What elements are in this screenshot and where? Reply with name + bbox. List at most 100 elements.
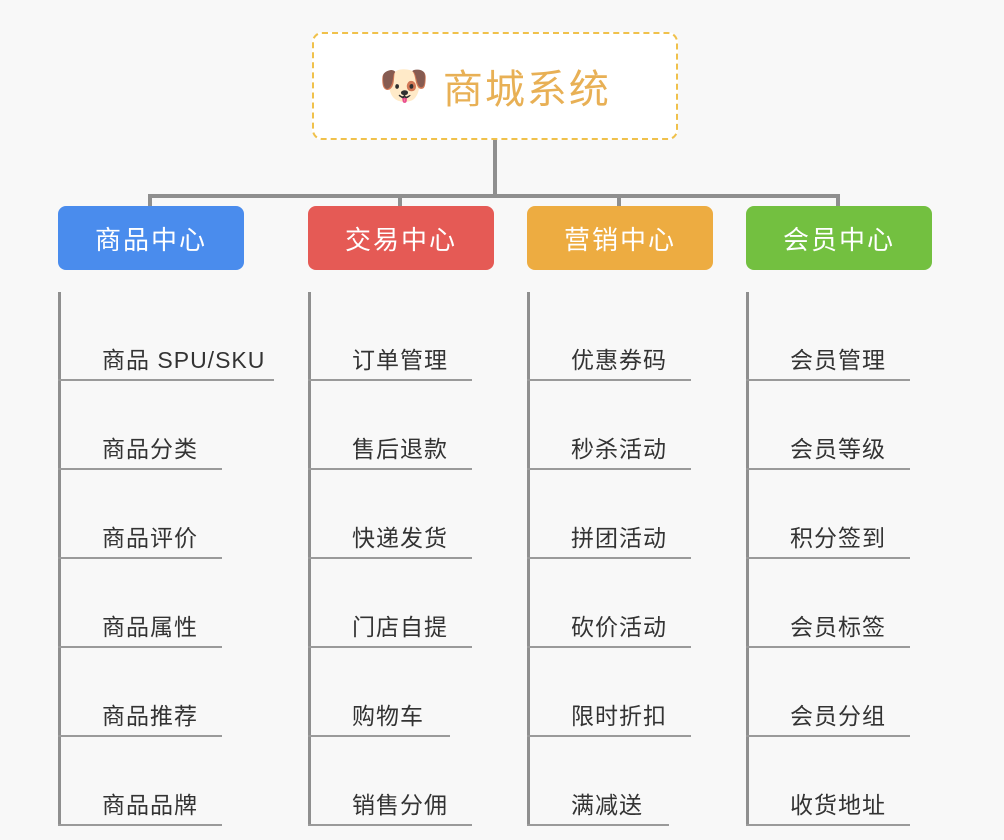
branch-header-label: 商品中心 [94,224,207,255]
leaf-underline [746,557,910,559]
dog-face-icon: 🐶 [379,64,429,108]
leaf-list: 商品 SPU/SKU 商品分类 商品评价 商品属性 商品推荐 [58,292,274,826]
leaf-underline [746,468,910,470]
branch-spine [746,292,749,826]
list-item[interactable]: 积分签到 [746,470,932,559]
leaf-label: 购物车 [352,703,424,729]
list-item[interactable]: 商品 SPU/SKU [58,292,274,381]
leaf-label: 快递发货 [352,525,448,551]
leaf-label: 积分签到 [790,525,886,551]
leaf-underline [527,824,669,826]
list-item[interactable]: 会员管理 [746,292,932,381]
leaf-underline [746,735,910,737]
branch-header-marketing-center[interactable]: 营销中心 [527,206,713,270]
leaf-label: 优惠券码 [571,347,667,373]
leaf-label: 会员等级 [790,436,886,462]
connector-drop-4 [836,194,840,212]
branch-member-center: 会员中心 会员管理 会员等级 积分签到 会员标签 [746,206,932,826]
list-item[interactable]: 拼团活动 [527,470,713,559]
list-item[interactable]: 商品属性 [58,559,265,648]
list-item[interactable]: 会员等级 [746,381,932,470]
leaf-underline [308,646,472,648]
leaf-label: 商品分类 [102,436,198,462]
list-item[interactable]: 优惠券码 [527,292,713,381]
leaf-list: 订单管理 售后退款 快递发货 门店自提 购物车 [308,292,494,826]
list-item[interactable]: 商品分类 [58,381,265,470]
root-title: 商城系统 [442,68,611,112]
branch-body: 优惠券码 秒杀活动 拼团活动 砍价活动 限时折扣 [527,292,713,826]
connector-drop-3 [617,194,621,212]
list-item[interactable]: 售后退款 [308,381,494,470]
list-item[interactable]: 门店自提 [308,559,494,648]
branch-spine [58,292,61,826]
leaf-label: 会员管理 [790,347,886,373]
leaf-underline [746,379,910,381]
leaf-underline [527,468,691,470]
branch-header-label: 营销中心 [563,224,676,255]
leaf-label: 门店自提 [352,614,448,640]
list-item[interactable]: 购物车 [308,648,494,737]
connector-root-stem [493,140,497,196]
branch-body: 会员管理 会员等级 积分签到 会员标签 会员分组 [746,292,932,826]
leaf-list: 优惠券码 秒杀活动 拼团活动 砍价活动 限时折扣 [527,292,713,826]
list-item[interactable]: 快递发货 [308,470,494,559]
leaf-label: 限时折扣 [571,703,667,729]
leaf-underline [58,646,222,648]
leaf-label: 会员标签 [790,614,886,640]
branch-trade-center: 交易中心 订单管理 售后退款 快递发货 门店自提 [308,206,494,826]
leaf-label: 满减送 [571,792,643,818]
leaf-label: 商品 SPU/SKU [102,347,266,373]
leaf-underline [58,557,222,559]
branch-marketing-center: 营销中心 优惠券码 秒杀活动 拼团活动 砍价活动 [527,206,713,826]
branch-header-product-center[interactable]: 商品中心 [58,206,244,270]
list-item[interactable]: 商品推荐 [58,648,265,737]
root-node[interactable]: 🐶 商城系统 [312,32,678,140]
branch-spine [527,292,530,826]
list-item[interactable]: 会员标签 [746,559,932,648]
leaf-underline [308,735,450,737]
branch-body: 商品 SPU/SKU 商品分类 商品评价 商品属性 商品推荐 [58,292,274,826]
connector-drop-1 [148,194,152,212]
leaf-label: 商品评价 [102,525,198,551]
leaf-underline [308,824,472,826]
leaf-underline [58,824,222,826]
leaf-label: 拼团活动 [571,525,667,551]
branch-product-center: 商品中心 商品 SPU/SKU 商品分类 商品评价 商品属性 [58,206,274,826]
leaf-label: 商品推荐 [102,703,198,729]
list-item[interactable]: 会员分组 [746,648,932,737]
leaf-label: 商品品牌 [102,792,198,818]
branch-spine [308,292,311,826]
list-item[interactable]: 收货地址 [746,737,932,826]
leaf-label: 商品属性 [102,614,198,640]
leaf-label: 砍价活动 [571,614,667,640]
list-item[interactable]: 订单管理 [308,292,494,381]
list-item[interactable]: 销售分佣 [308,737,494,826]
connector-horizontal-bar [148,194,840,198]
leaf-underline [308,468,472,470]
branch-header-label: 交易中心 [344,224,457,255]
leaf-label: 秒杀活动 [571,436,667,462]
list-item[interactable]: 商品品牌 [58,737,265,826]
leaf-underline [308,557,472,559]
leaf-underline [527,379,691,381]
leaf-underline [527,735,691,737]
leaf-underline [746,646,910,648]
list-item[interactable]: 商品评价 [58,470,265,559]
leaf-list: 会员管理 会员等级 积分签到 会员标签 会员分组 [746,292,932,826]
leaf-label: 会员分组 [790,703,886,729]
leaf-label: 售后退款 [352,436,448,462]
leaf-underline [527,557,691,559]
list-item[interactable]: 限时折扣 [527,648,713,737]
branch-header-trade-center[interactable]: 交易中心 [308,206,494,270]
leaf-label: 订单管理 [352,347,448,373]
list-item[interactable]: 秒杀活动 [527,381,713,470]
branch-header-member-center[interactable]: 会员中心 [746,206,932,270]
branch-header-label: 会员中心 [782,224,895,255]
list-item[interactable]: 满减送 [527,737,713,826]
list-item[interactable]: 砍价活动 [527,559,713,648]
leaf-underline [746,824,910,826]
branch-body: 订单管理 售后退款 快递发货 门店自提 购物车 [308,292,494,826]
connector-drop-2 [398,194,402,212]
leaf-underline [58,379,274,381]
